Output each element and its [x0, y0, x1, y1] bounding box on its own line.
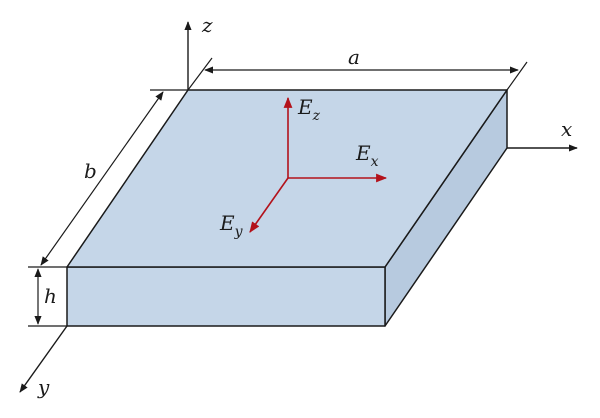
field-label-x-base: E: [355, 141, 371, 165]
field-label-y-sub: y: [234, 224, 244, 240]
x-axis-label: x: [561, 117, 572, 141]
slab-front-face: [66, 266, 386, 327]
dimension-a-extension-left: [187, 57, 213, 91]
z-axis-label: z: [201, 13, 213, 37]
field-label-z-sub: z: [312, 108, 321, 124]
field-label-y-base: E: [219, 211, 235, 235]
field-label-y: Ey: [219, 211, 244, 240]
field-vector-y: [249, 177, 289, 233]
dimension-a-extension-right: [506, 61, 528, 91]
dimension-a-label: a: [348, 45, 360, 69]
dimension-h-label: h: [44, 284, 57, 308]
field-label-z-base: E: [297, 95, 313, 119]
field-label-x: Ex: [355, 141, 379, 170]
dimension-b-label: b: [84, 159, 97, 183]
field-label-x-sub: x: [371, 154, 379, 170]
y-axis-label: y: [37, 375, 50, 399]
field-label-z: Ez: [297, 95, 321, 124]
dimension-b-line: [40, 91, 164, 266]
y-axis: [19, 325, 68, 393]
